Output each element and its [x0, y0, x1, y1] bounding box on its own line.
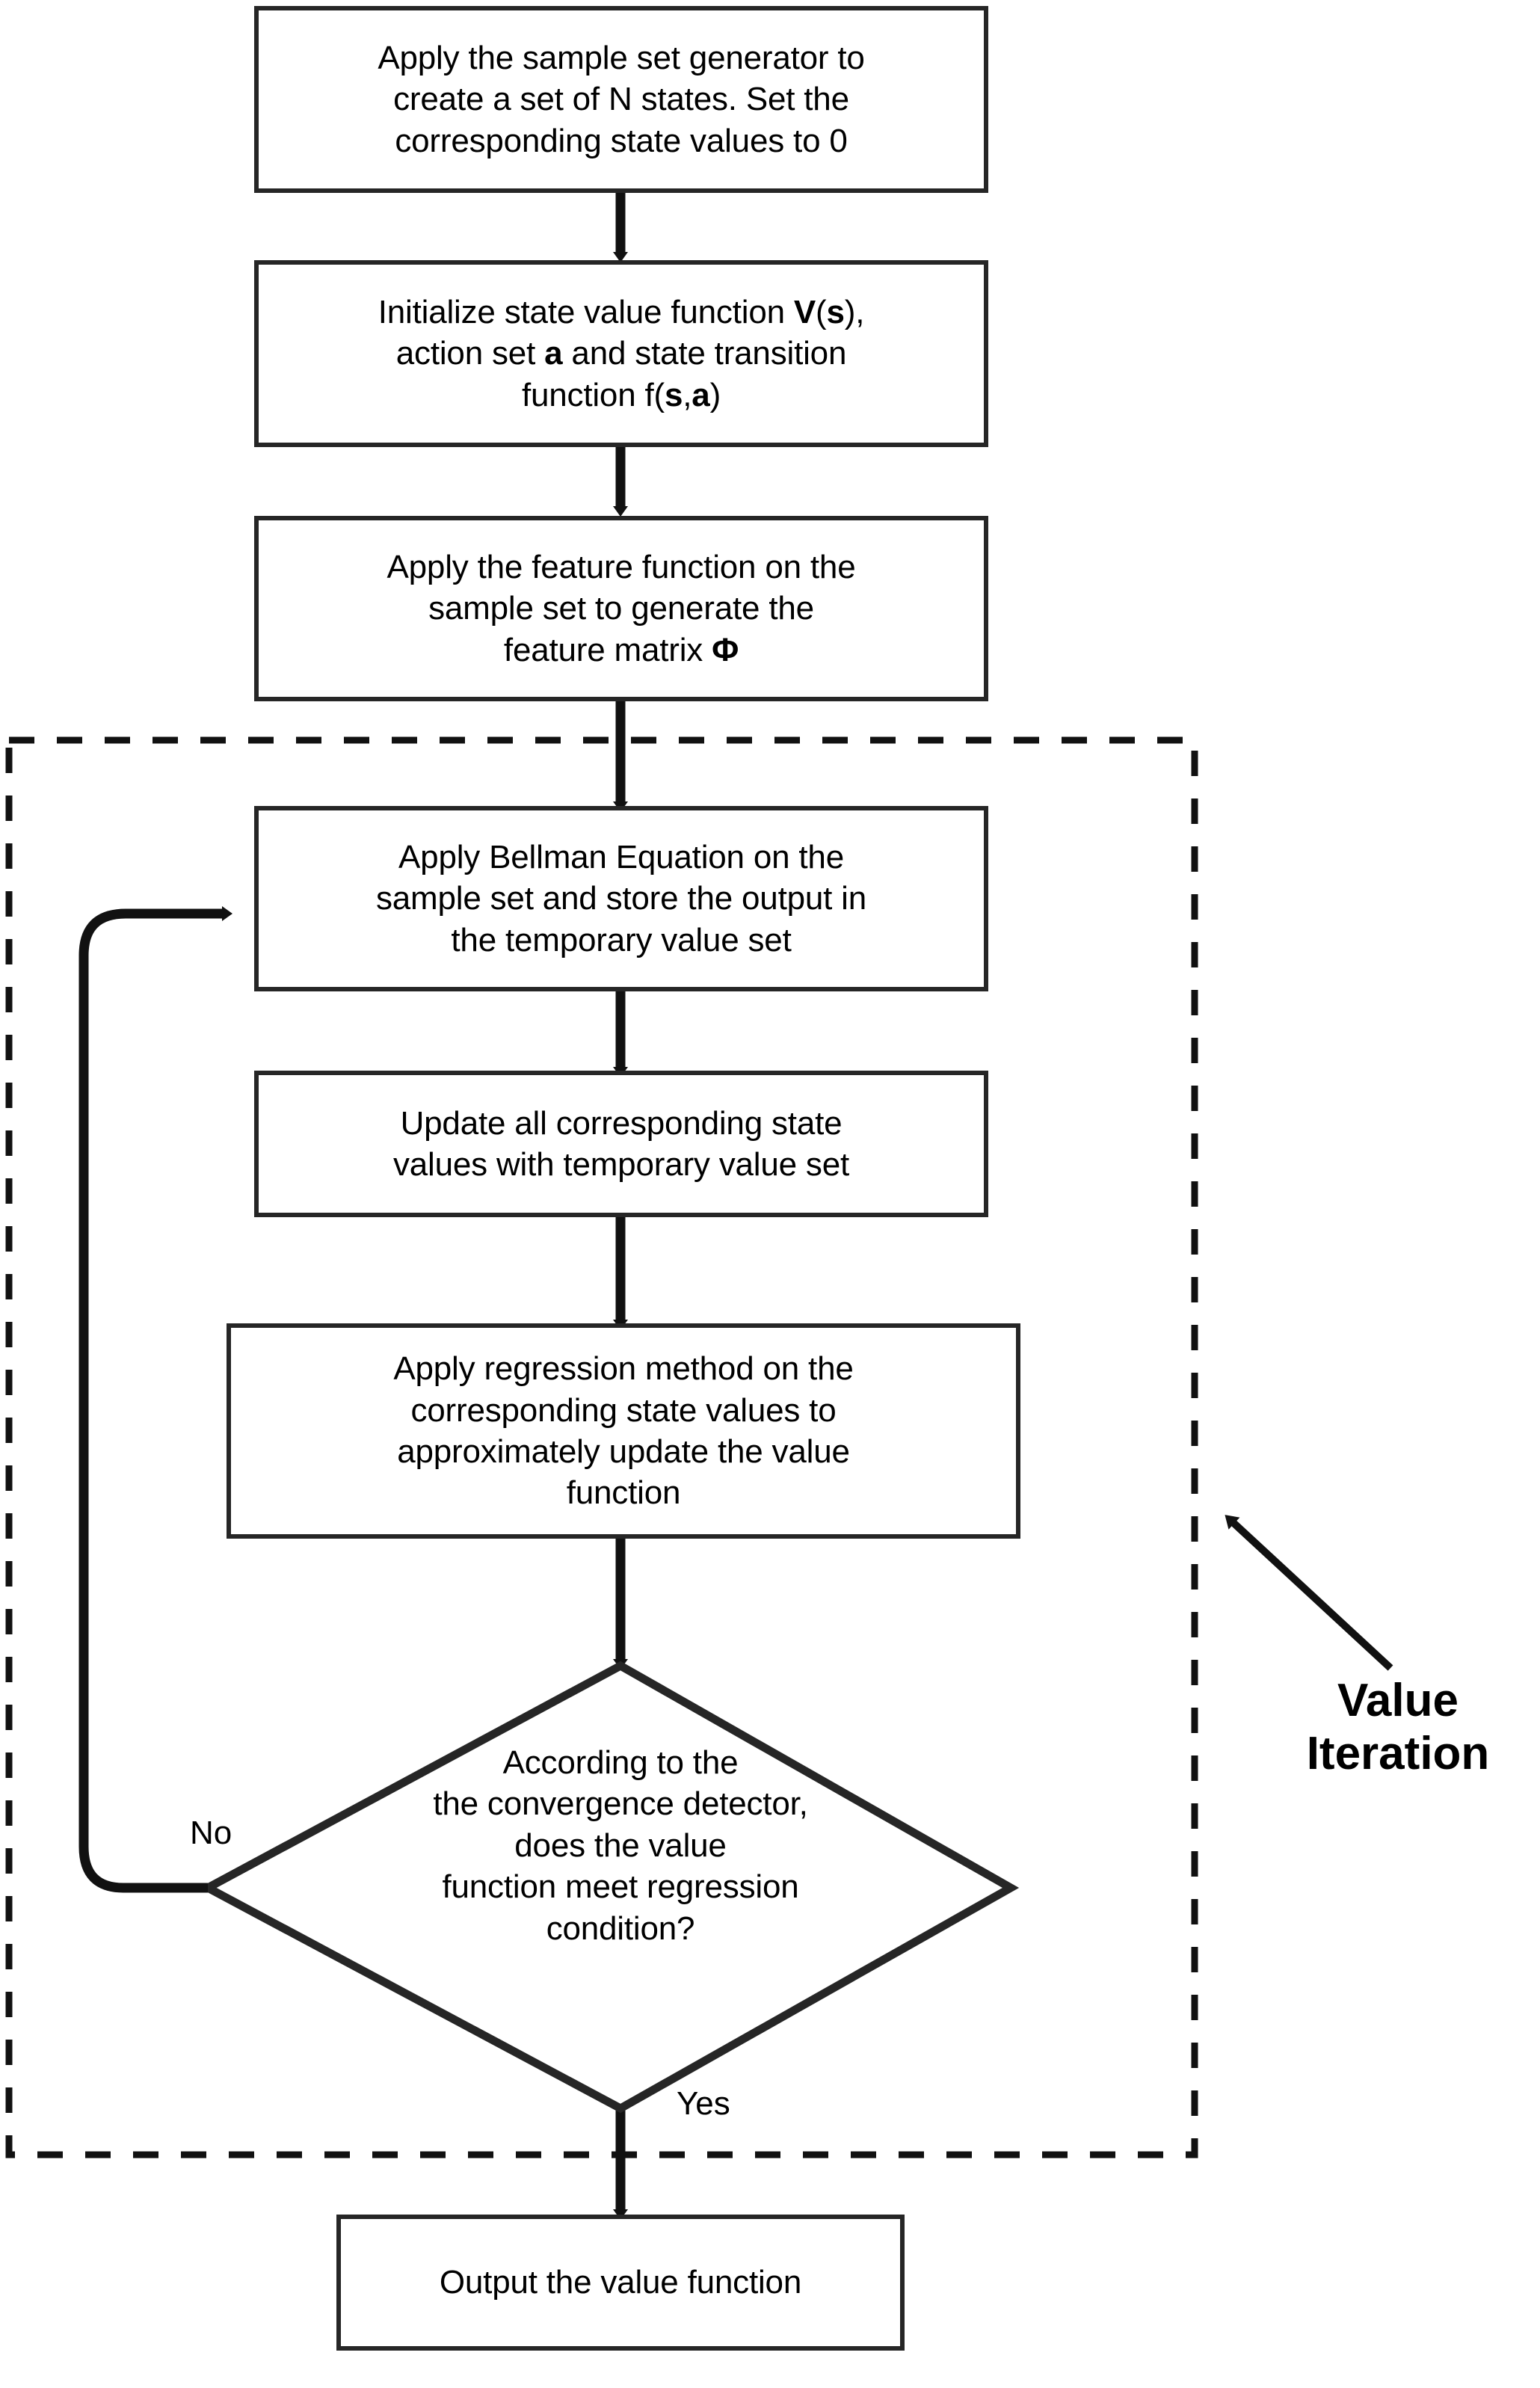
node-update-state-values[interactable]: Update all corresponding state values wi… [254, 1071, 988, 1217]
node-convergence-decision-label: According to the the convergence detecto… [433, 1744, 808, 1947]
node-update-state-values-label: Update all corresponding state values wi… [392, 1104, 850, 1183]
node-regression-method[interactable]: Apply regression method on the correspon… [227, 1323, 1020, 1539]
node-initialize-value-function[interactable]: Initialize state value function V(s), ac… [254, 260, 988, 447]
node-initialize-value-function-label: Initialize state value function V(s), ac… [378, 293, 865, 413]
node-sample-set-generator-label: Apply the sample set generator to create… [378, 39, 865, 159]
value-iteration-group-box [5, 736, 1198, 2158]
edge-label-no: No [190, 1815, 232, 1851]
value-iteration-group-label: Value Iteration [1306, 1675, 1490, 1779]
node-regression-method-label: Apply regression method on the correspon… [393, 1350, 854, 1512]
node-output-value-function-label: Output the value function [439, 2264, 802, 2301]
value-iteration-callout-arrow [1225, 1515, 1393, 1671]
convergence-decision-diamond [199, 1661, 1020, 2114]
edge-label-yes: Yes [677, 2085, 730, 2122]
node-output-value-function[interactable]: Output the value function [336, 2215, 905, 2351]
node-bellman-equation-label: Apply Bellman Equation on the sample set… [375, 838, 867, 958]
node-sample-set-generator[interactable]: Apply the sample set generator to create… [254, 6, 988, 193]
edge-decision-no-feedback [78, 906, 232, 1893]
node-bellman-equation[interactable]: Apply Bellman Equation on the sample set… [254, 806, 988, 991]
node-feature-function[interactable]: Apply the feature function on the sample… [254, 516, 988, 701]
node-feature-function-label: Apply the feature function on the sample… [386, 548, 856, 668]
